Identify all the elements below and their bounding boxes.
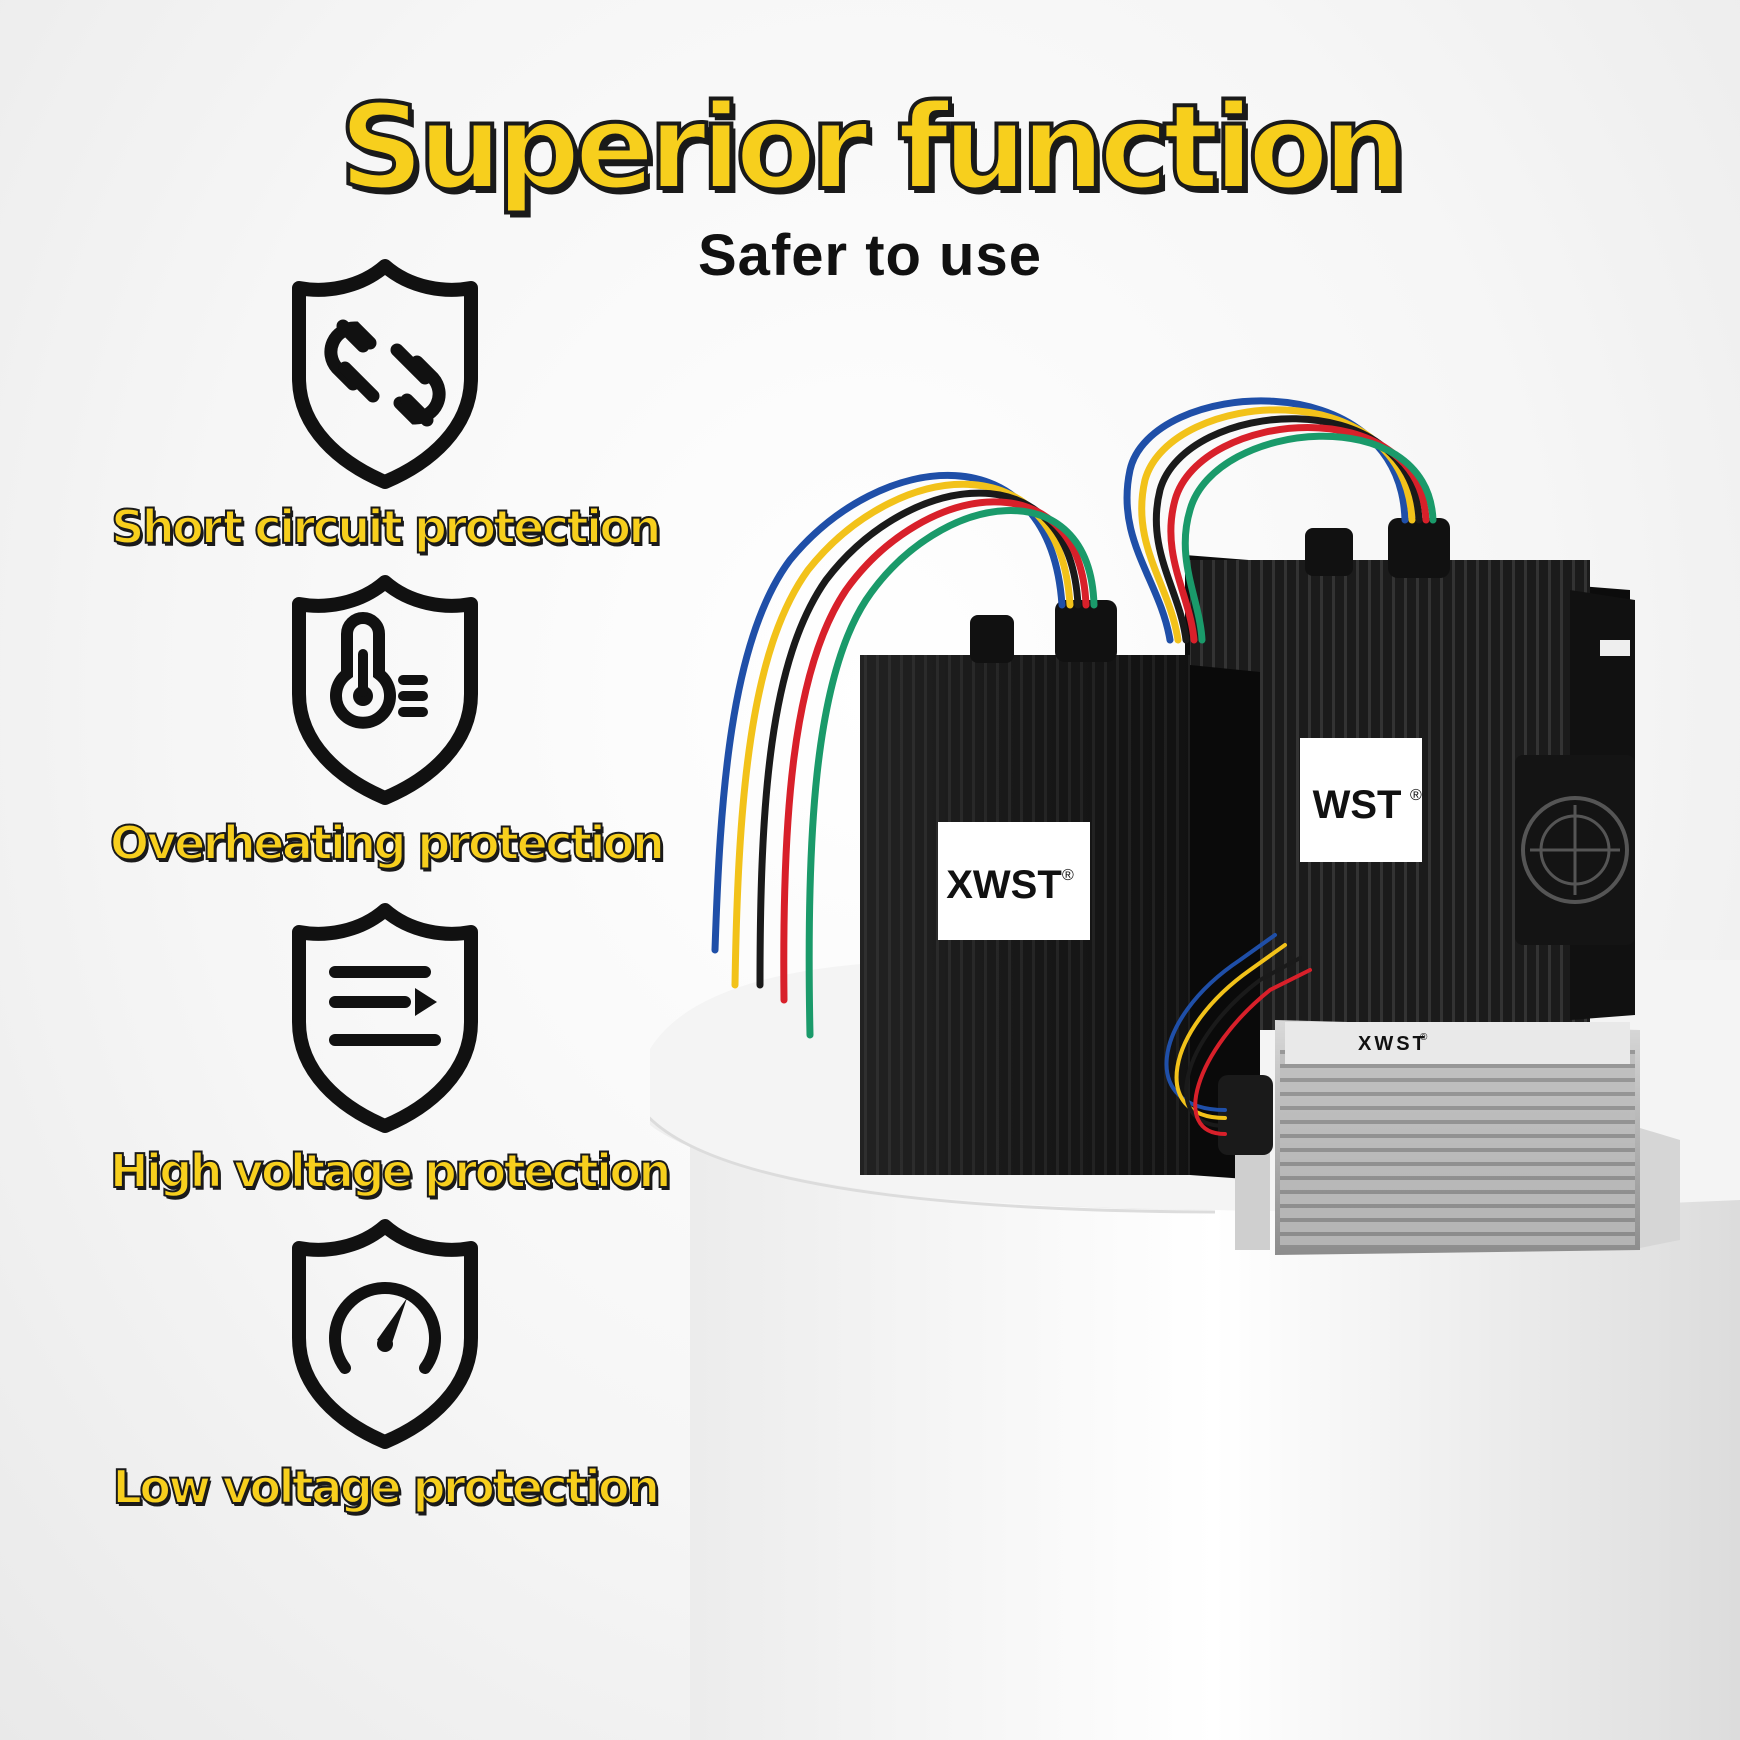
- registered-mark: ®: [1410, 787, 1422, 804]
- broken-link-icon: [292, 259, 478, 489]
- wires-front: [711, 471, 1098, 1039]
- feature-label: Low voltage protection: [112, 1459, 661, 1515]
- brand-label-right: WST: [1313, 783, 1402, 827]
- feature-label: Overheating protection: [109, 815, 666, 871]
- wires-back: [1123, 397, 1437, 644]
- registered-mark: ®: [1062, 867, 1074, 884]
- page-subtitle: Safer to use: [698, 223, 1042, 288]
- page-title: Superior function: [337, 76, 1409, 218]
- brand-label-small: XWST: [1358, 1033, 1428, 1055]
- lines-arrow-icon: [292, 903, 478, 1133]
- wires-small: [1164, 933, 1312, 1136]
- thermometer-icon: [292, 575, 478, 805]
- feature-label: High voltage protection: [109, 1143, 672, 1199]
- registered-mark: ®: [1420, 1032, 1428, 1043]
- gauge-icon: [292, 1219, 478, 1449]
- front-converter: XWST ®: [860, 600, 1260, 1180]
- product-illustration: WST ® XWST ® XWST ®: [650, 397, 1740, 1740]
- feature-label: Short circuit protection: [110, 499, 662, 555]
- brand-label-left: XWST: [946, 863, 1062, 907]
- small-converter: XWST ®: [1218, 1020, 1680, 1255]
